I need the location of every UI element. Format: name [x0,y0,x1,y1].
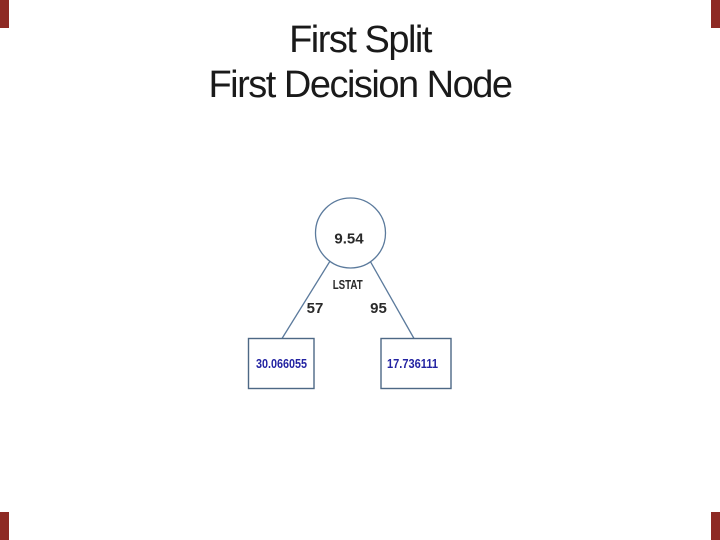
left-branch-count: 57 [307,300,324,317]
corner-mark-top-left [0,0,9,28]
corner-mark-top-right [711,0,720,28]
root-node-circle [314,197,387,269]
left-leaf-value: 30.066055 [256,356,307,371]
corner-mark-bottom-left [0,512,9,540]
right-leaf-box [380,337,452,390]
root-node-value: 9.54 [334,231,364,248]
right-branch-count: 95 [370,300,387,317]
slide-title: First Split First Decision Node [0,18,720,108]
left-leaf-box [247,337,315,390]
right-leaf-value: 17.736111 [387,356,438,371]
title-line-2: First Decision Node [208,64,513,106]
split-variable-label: LSTAT [333,277,363,292]
corner-mark-bottom-right [711,512,720,540]
title-line-1: First Split [289,19,432,61]
